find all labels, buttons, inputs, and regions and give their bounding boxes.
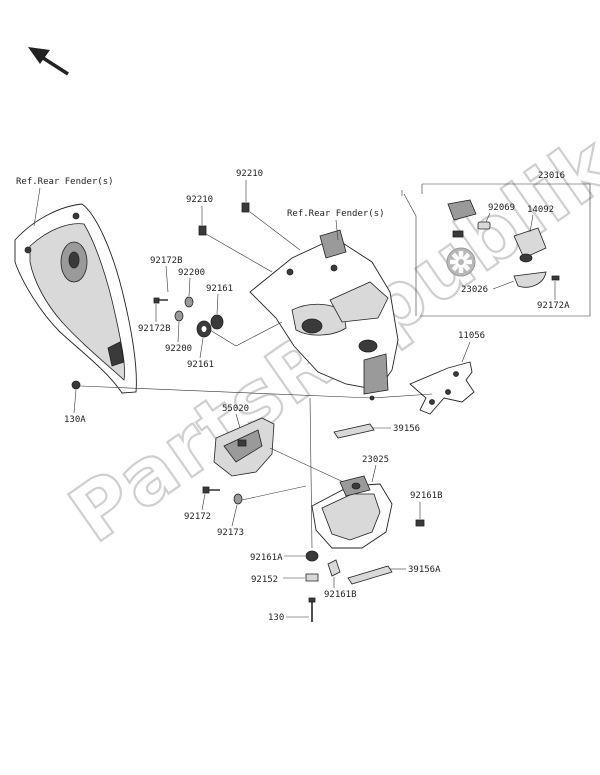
label-92152: 92152 (251, 575, 278, 585)
label-92200-a: 92200 (178, 268, 205, 278)
tail-lamp-23025 (311, 475, 393, 549)
reflector-39156A (347, 565, 393, 585)
cover-55020 (213, 417, 275, 477)
label-92161A: 92161A (250, 553, 283, 563)
label-23016: 23016 (538, 171, 565, 181)
label-14092: 14092 (527, 205, 554, 215)
rear-fender-center (249, 229, 399, 395)
lens-23026 (513, 271, 547, 288)
washer-92200 (174, 296, 194, 322)
reflector-39156 (333, 423, 375, 439)
bracket-11056 (409, 361, 475, 415)
label-23026: 23026 (461, 285, 488, 295)
lamp-socket (447, 199, 477, 238)
label-92210-top: 92210 (236, 169, 263, 179)
label-39156A: 39156A (408, 565, 441, 575)
label-11056: 11056 (458, 331, 485, 341)
bolt-92210-mid (198, 225, 207, 236)
bulb-92069 (477, 221, 491, 230)
license-lamp-assembly-box (401, 183, 591, 317)
grommet-92161B-bottom (327, 559, 341, 577)
label-92172B-lower: 92172B (138, 324, 171, 334)
bolt-92210-top (241, 202, 250, 213)
collar-92173 (233, 493, 243, 505)
screw-92172A (551, 275, 560, 281)
front-direction-arrow-icon (28, 47, 69, 76)
gear-icon (446, 247, 476, 277)
label-92161B-b: 92161B (324, 590, 357, 600)
label-92161-b: 92161 (187, 360, 214, 370)
bolt-130A (71, 380, 81, 390)
grommet-92161A (305, 550, 319, 562)
collar-92152 (305, 573, 319, 582)
screw-92172B (153, 297, 168, 304)
label-23025: 23025 (362, 455, 389, 465)
label-92172: 92172 (184, 512, 211, 522)
grommet-92161 (196, 314, 224, 338)
screw-92172 (202, 486, 220, 494)
grommet-92161B-right (415, 519, 425, 527)
label-92210-mid: 92210 (186, 195, 213, 205)
label-92173: 92173 (217, 528, 244, 538)
bolt-130 (308, 597, 316, 622)
label-39156: 39156 (393, 424, 420, 434)
label-92172A: 92172A (537, 301, 570, 311)
label-92172B: 92172B (150, 256, 183, 266)
label-92069: 92069 (488, 203, 515, 213)
ref-rear-fender-left-label: Ref.Rear Fender(s) (16, 177, 114, 187)
label-130: 130 (268, 613, 284, 623)
ref-rear-fender-center-label: Ref.Rear Fender(s) (287, 209, 385, 219)
label-92161B-a: 92161B (410, 491, 443, 501)
label-92200-b: 92200 (165, 344, 192, 354)
label-92161-a: 92161 (206, 284, 233, 294)
label-55020: 55020 (222, 404, 249, 414)
rear-fender-left (14, 203, 137, 394)
label-130A: 130A (64, 415, 86, 425)
